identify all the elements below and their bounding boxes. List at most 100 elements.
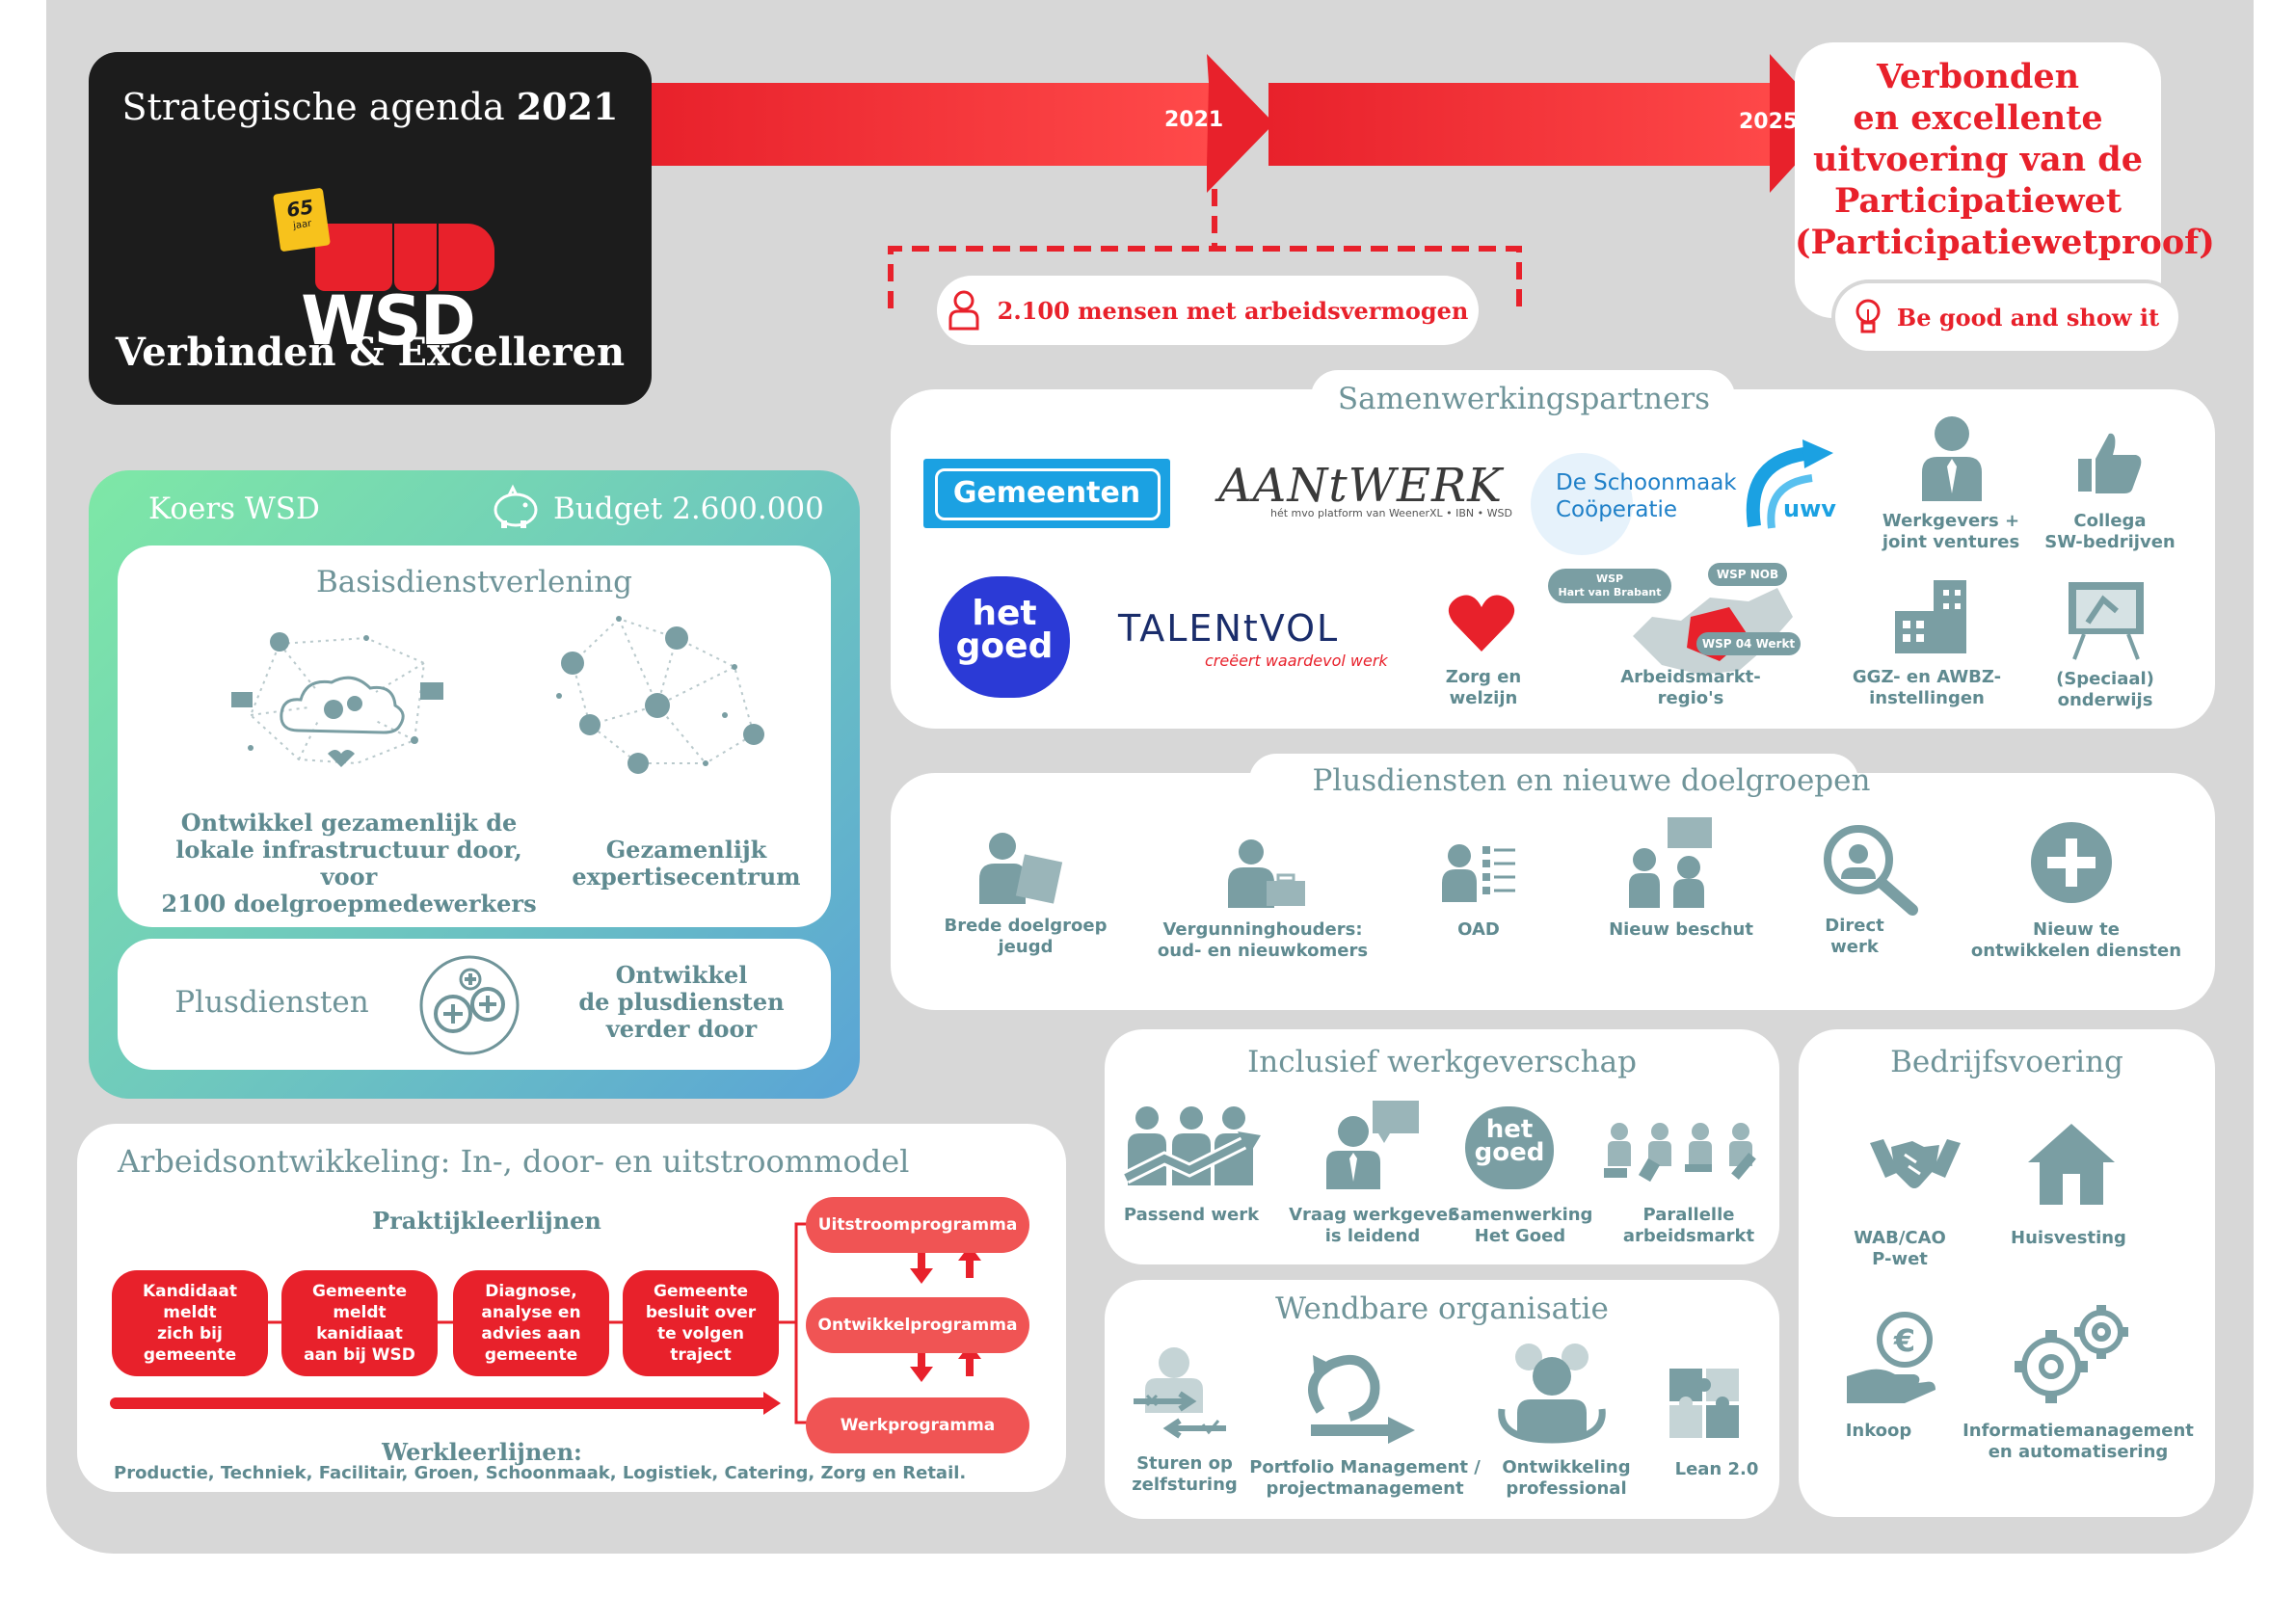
hetgoed-icon-line: het	[1485, 1115, 1534, 1144]
buildings-icon	[1895, 580, 1966, 653]
step-line: analyse en	[481, 1303, 581, 1322]
bedrijf-label-line: Inkoop	[1845, 1421, 1912, 1441]
plus-title: Plusdiensten	[174, 985, 369, 1020]
lightbulb-icon	[1855, 299, 1881, 333]
step-line: Gemeente	[311, 1282, 407, 1301]
inclusief-label-line: arbeidsmarkt	[1622, 1226, 1755, 1246]
bedrijf-label-1: Huisvesting	[1991, 1228, 2146, 1249]
koers-panel: Koers WSD Budget 2.600.000 Basisdienstve…	[89, 470, 860, 1099]
aantwerk-logo: AANtWERK	[1218, 459, 1503, 513]
plusdienst-label-line: Nieuw te	[2033, 919, 2120, 940]
basis-left-line: Ontwikkel gezamenlijk de	[180, 809, 518, 837]
step-line: advies aan	[481, 1324, 581, 1344]
inclusief-label-line: Vraag werkgever	[1289, 1205, 1456, 1225]
plusdienst-label-line: Direct	[1825, 916, 1884, 936]
portfolio-cycle-icon	[1308, 1354, 1415, 1444]
parallel-workers-icon	[1604, 1123, 1756, 1183]
sheltered-work-icon	[1629, 817, 1712, 908]
self-steering-icon	[1134, 1347, 1226, 1439]
inclusief-title: Inclusief werkgeverschap	[1247, 1045, 1637, 1079]
werkleerlijnen-title: Werkleerlijnen:	[382, 1438, 582, 1466]
wendbaar-title: Wendbare organisatie	[1275, 1291, 1609, 1326]
person-icon	[948, 290, 979, 331]
step-line: besluit over	[645, 1303, 757, 1322]
werk-program: Werkprogramma	[806, 1397, 1029, 1453]
goal-line: uitvoering van de	[1812, 140, 2144, 179]
uwv-logo: uwv	[1745, 439, 1851, 536]
praktijk-title: Praktijkleerlijnen	[372, 1207, 601, 1235]
wendbaar-label-line: professional	[1506, 1478, 1627, 1499]
basis-right-line: Gezamenlijk	[605, 836, 767, 864]
step-line: traject	[670, 1345, 732, 1365]
dashed-connector	[888, 189, 1522, 308]
plus-right-line: Ontwikkel	[615, 961, 748, 989]
ggz-line: GGZ- en AWBZ-	[1852, 667, 2002, 687]
employer-speech-icon	[1326, 1101, 1419, 1189]
ggz-label: GGZ- en AWBZ-instellingen	[1845, 667, 2009, 709]
network-cloud-icon	[231, 632, 443, 767]
plusdienst-label-line: Brede doelgroep	[944, 916, 1108, 936]
hetgoed-line: het	[972, 594, 1037, 633]
handshake-icon	[1870, 1139, 1961, 1188]
plus-circle-icon	[2031, 822, 2112, 903]
heart-icon	[1448, 595, 1515, 652]
goal-line: Verbonden	[1876, 57, 2080, 96]
svg-text:€: €	[1893, 1322, 1915, 1359]
inclusief-label-line: is leidend	[1324, 1226, 1421, 1246]
professional-development-icon	[1498, 1344, 1606, 1444]
basis-title: Basisdienstverlening	[315, 565, 633, 599]
talentvol-sub: creëert waardevol werk	[1205, 652, 1388, 670]
zorg-line: welzijn	[1449, 688, 1518, 708]
step-line: gemeente	[484, 1345, 578, 1365]
wendbaar-label-line: Lean 2.0	[1674, 1459, 1759, 1479]
onderwijs-line: onderwijs	[2057, 690, 2153, 710]
plus-right-line: verder door	[605, 1015, 758, 1043]
wsd-logo: 65 jaar WSD	[273, 168, 498, 360]
inclusief-label-line: Samenwerking	[1448, 1205, 1593, 1225]
anniversary-badge: 65 jaar	[273, 187, 331, 253]
koers-title: Koers WSD	[148, 492, 320, 526]
bedrijf-title: Bedrijfsvoering	[1890, 1045, 2123, 1079]
logo-text: WSD	[301, 281, 476, 360]
collega-line: SW-bedrijven	[2044, 532, 2176, 552]
arrow-year-2021: 2021	[1164, 108, 1224, 132]
wsp-04-tag: WSP 04 Werkt	[1696, 632, 1801, 655]
plus-circles-icon	[419, 955, 520, 1055]
step-line: aan bij WSD	[304, 1345, 415, 1365]
flow-connectors	[110, 1222, 981, 1424]
magnifier-icon	[1824, 825, 1918, 916]
people-text: 2.100 mensen met arbeidsvermogen	[997, 296, 1469, 325]
be-good-pill: Be good and show it	[1835, 283, 2178, 351]
hetgoed-icon-line: goed	[1474, 1138, 1545, 1167]
regio-line: regio's	[1657, 688, 1724, 708]
be-good-text: Be good and show it	[1896, 303, 2160, 332]
wendbaar-label-line: Portfolio Management /	[1249, 1457, 1481, 1477]
agenda-title: Strategische agenda 2021	[121, 85, 619, 128]
schoonmaak-logo: De Schoonmaak Coöperatie	[1531, 447, 1737, 555]
step-line: te volgen	[657, 1324, 744, 1344]
uitstroom-program: Uitstroomprogramma	[806, 1197, 1029, 1253]
goal-line: Participatiewet	[1833, 181, 2122, 221]
onderwijs-line: (Speciaal)	[2056, 669, 2154, 689]
aantwerk-sub: hét mvo platform van WeenerXL • IBN • WS…	[1270, 507, 1512, 519]
plusdienst-label-line: werk	[1830, 937, 1879, 957]
basis-right-line: expertisecentrum	[572, 863, 801, 891]
goal-line: en excellente	[1853, 98, 2103, 138]
gemeenten-logo: Gemeenten	[923, 459, 1170, 528]
inclusief-label-line: Het Goed	[1474, 1226, 1566, 1246]
